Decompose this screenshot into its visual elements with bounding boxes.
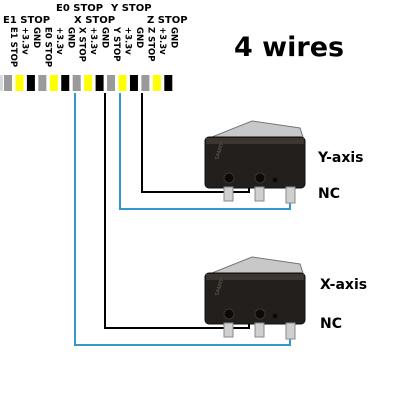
switch-y-axis: SANMY [204, 120, 306, 204]
pin-label: GND [134, 27, 144, 48]
y-nc-label: NC [318, 186, 340, 202]
pin-header [0, 75, 173, 91]
y-axis-label: Y-axis [317, 150, 364, 166]
pin-block [38, 75, 47, 91]
header-label-e0-stop: E0 STOP [56, 3, 103, 14]
switch-hole [272, 177, 278, 183]
pin-block [15, 75, 24, 91]
header-label-z-stop: Z STOP [147, 15, 188, 26]
x-nc-label: NC [320, 316, 342, 332]
wires [74, 93, 291, 346]
switch-marking: SANMY [214, 277, 225, 297]
x-axis-label: X-axis [320, 277, 367, 293]
header-edge [0, 75, 3, 91]
pin-block [141, 75, 150, 91]
terminal-no [254, 186, 265, 202]
wire-x-signal [74, 93, 291, 346]
terminal-com [223, 322, 234, 338]
switch-hole [254, 172, 266, 184]
pin-label: GND [65, 27, 75, 48]
pin-block [49, 75, 58, 91]
terminal-no [254, 322, 265, 338]
pin-block [107, 75, 116, 91]
pin-block [84, 75, 93, 91]
pin-label: GND [100, 27, 110, 48]
pin-label: +3.3v [19, 27, 29, 55]
pin-label: +3.3v [123, 27, 133, 55]
pin-label: X STOP [77, 27, 87, 62]
pin-label: GND [31, 27, 41, 48]
wire-y-ground [141, 93, 250, 193]
pin-block [4, 75, 12, 91]
pin-block [61, 75, 70, 91]
pin-block [95, 75, 104, 91]
pin-label: E0 STOP [42, 27, 52, 67]
pin-label: Z STOP [145, 27, 155, 62]
pin-label: +3.3v [88, 27, 98, 55]
pin-label: GND [168, 27, 178, 48]
switch-x-axis: SANMY [204, 256, 306, 340]
pin-block [118, 75, 127, 91]
switch-hole [223, 172, 235, 184]
terminal-com [223, 186, 234, 202]
diagram-title: 4 wires [234, 32, 344, 63]
pin-label: Y STOP [111, 26, 121, 62]
header-label-e1-stop: E1 STOP [3, 15, 50, 26]
pin-block [164, 75, 173, 91]
pin-block [152, 75, 161, 91]
switch-hole [223, 308, 235, 320]
header-label-y-stop: Y STOP [110, 3, 152, 14]
pin-label: +3.3v [157, 27, 167, 55]
pin-block [72, 75, 81, 91]
pin-block [26, 75, 35, 91]
terminal-nc [285, 322, 296, 340]
wire-y-signal [119, 93, 291, 210]
switch-hole [272, 313, 278, 319]
pin-block [129, 75, 138, 91]
pin-label: E1 STOP [8, 27, 18, 67]
switch-hole [254, 308, 266, 320]
switch-marking: SANMY [214, 141, 225, 161]
terminal-nc [285, 186, 296, 204]
header-label-x-stop: X STOP [74, 15, 115, 26]
pin-label: +3.3v [54, 27, 64, 55]
